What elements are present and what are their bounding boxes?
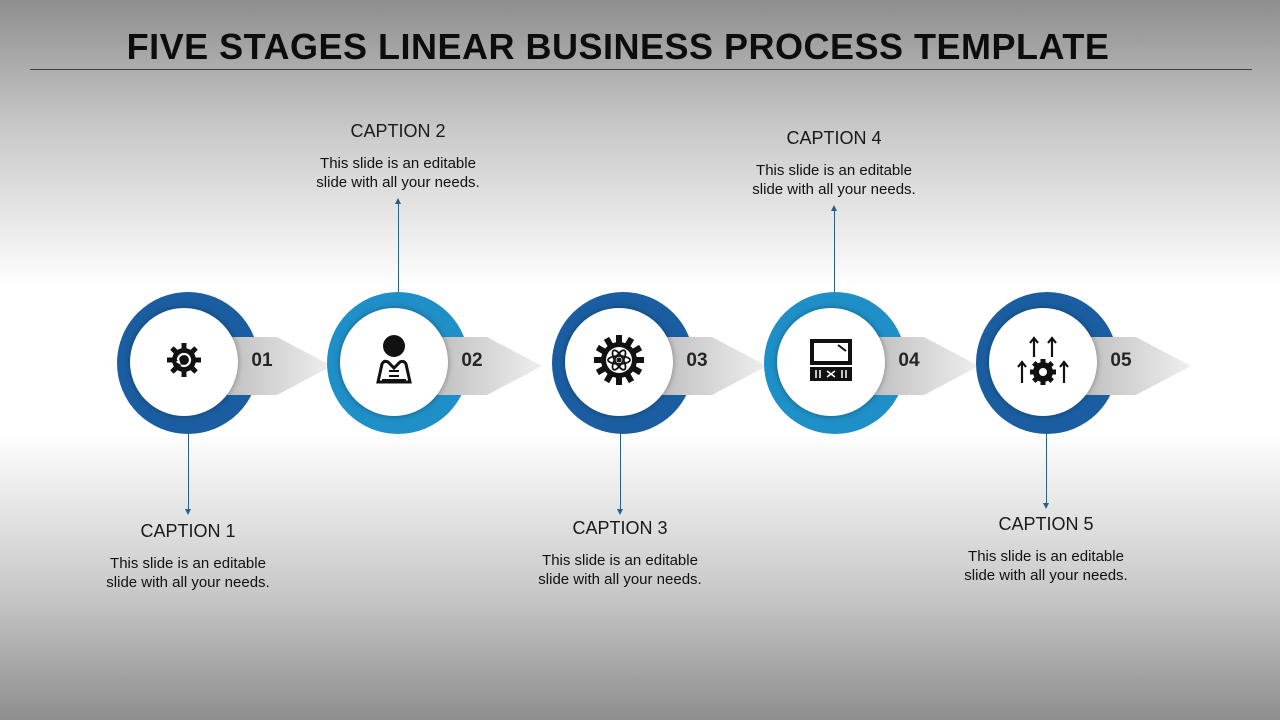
connector-1 [185,432,191,515]
connector-5 [1043,432,1049,509]
presenter-icon [372,334,416,391]
stage-number: 02 [461,350,483,371]
stage-1: 01 [117,292,357,434]
stage-icon-circle [565,308,673,416]
monitor-board-icon [808,337,854,388]
gear-refresh-icon [164,340,204,385]
caption-title: CAPTION 5 [998,514,1094,534]
stage-number: 05 [1110,350,1132,371]
connector-4 [831,205,837,292]
stage-icon-circle [777,308,885,416]
stage-icon-circle [130,308,238,416]
caption-title: CAPTION 1 [140,521,236,541]
stage-number: 01 [251,350,273,371]
stage-icon-circle [989,308,1097,416]
caption-title: CAPTION 2 [350,121,446,141]
stage-number: 04 [898,350,920,371]
gear-arrows-up-icon [1016,333,1070,392]
caption-title: CAPTION 4 [786,128,882,148]
stage-4: 04 [764,292,1004,434]
caption-title: CAPTION 3 [572,518,668,538]
stage-2: 02 [327,292,567,434]
stage-5: 05 [976,292,1216,434]
stage-icon-circle [340,308,448,416]
connector-2 [395,198,401,292]
stage-3: 03 [552,292,792,434]
connector-3 [617,432,623,515]
stage-number: 03 [686,350,708,371]
page-title: FIVE STAGES LINEAR BUSINESS PROCESS TEMP… [126,26,1110,67]
gear-atom-icon [593,334,645,391]
title-divider [30,69,1252,70]
